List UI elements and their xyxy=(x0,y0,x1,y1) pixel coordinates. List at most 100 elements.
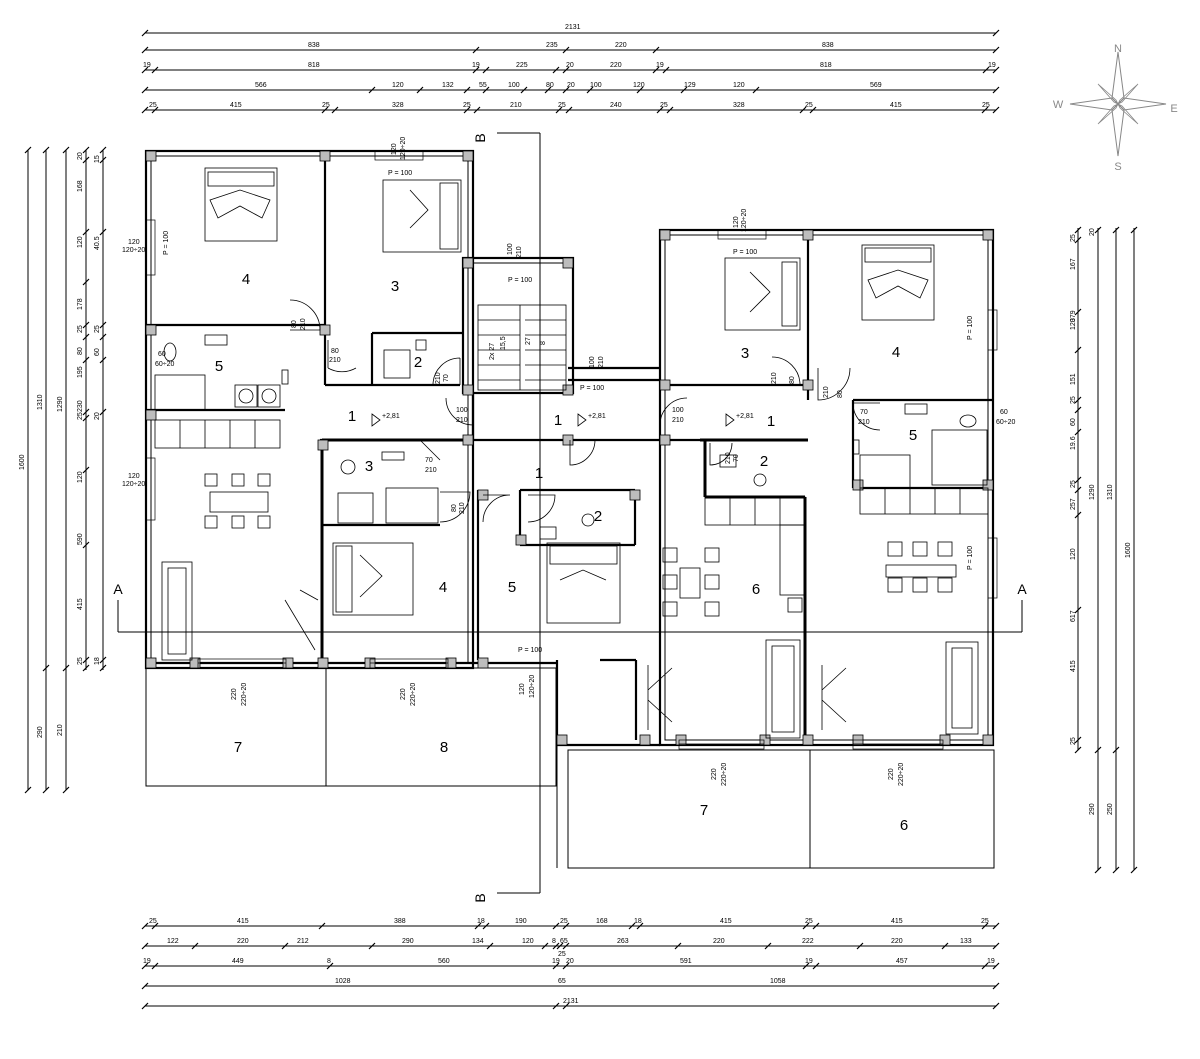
opening-label: 120 xyxy=(128,473,140,480)
bottom-dimension-chains: 25 415 388 18 190 25 168 18 415 25 415 2… xyxy=(141,918,1000,1010)
bottom-dim: 25 xyxy=(149,918,157,925)
dimension-tick xyxy=(42,664,50,672)
elevation-text: +2,81 xyxy=(588,413,606,420)
bottom-dim: 134 xyxy=(472,938,484,945)
right-dim: 20 xyxy=(1089,228,1096,236)
dimension-tick xyxy=(992,86,1000,94)
dimension-tick xyxy=(1130,866,1138,874)
dimension-tick xyxy=(82,321,90,329)
opening-label: 120 xyxy=(128,239,140,246)
dimension-tick xyxy=(856,942,864,950)
right-dim: 120 xyxy=(1070,318,1077,330)
dimension-tick xyxy=(556,942,564,950)
dimension-tick xyxy=(981,922,989,930)
opening-label: 120÷20 xyxy=(529,675,536,698)
dimension-tick xyxy=(552,1002,560,1010)
column xyxy=(802,379,814,391)
dimension-tick xyxy=(981,106,989,114)
top-dim: 569 xyxy=(870,82,882,89)
top-dim: 80 xyxy=(546,82,554,89)
room-number: 5 xyxy=(215,358,223,375)
dimension-tick xyxy=(368,942,376,950)
dimension-tick xyxy=(82,156,90,164)
opening-label: 60 xyxy=(158,351,166,358)
dimension-tick xyxy=(473,106,481,114)
dimension-tick xyxy=(24,146,32,154)
dimension-tick xyxy=(82,414,90,422)
bottom-dim: 415 xyxy=(237,918,249,925)
opening-label: 80 xyxy=(331,348,339,355)
top-dim: 25 xyxy=(558,102,566,109)
bottom-dim: 212 xyxy=(297,938,309,945)
dimension-tick xyxy=(141,29,149,37)
bottom-dim: 18 xyxy=(634,918,642,925)
dimension-tick xyxy=(981,962,989,970)
room-labels: 4 3 2 5 1 1 1 3 4 1 5 3 2 4 5 2 6 7 8 7 … xyxy=(215,271,917,834)
column xyxy=(462,257,474,269)
right-dim: 1310 xyxy=(1107,484,1114,500)
dimension-tick xyxy=(562,922,570,930)
column xyxy=(317,657,329,669)
dimension-tick xyxy=(982,66,990,74)
dimension-tick xyxy=(141,86,149,94)
top-dim: 328 xyxy=(392,102,404,109)
top-dim: 25 xyxy=(805,102,813,109)
room-number: 3 xyxy=(391,278,399,295)
left-dim: 80 xyxy=(77,347,84,355)
top-dim: 838 xyxy=(308,42,320,49)
dimension-tick xyxy=(544,86,552,94)
bottom-dim: 120 xyxy=(522,938,534,945)
opening-label: 100 xyxy=(589,356,596,368)
column xyxy=(802,734,814,746)
dimension-tick xyxy=(82,656,90,664)
room-number: 2 xyxy=(760,453,768,470)
bottom-dim: 133 xyxy=(960,938,972,945)
dimension-tick xyxy=(752,86,760,94)
opening-label: 210 xyxy=(672,417,684,424)
opening-label: 120÷20 xyxy=(741,209,748,232)
right-dim: 25 xyxy=(1070,396,1077,404)
elevation-marker: +2,81 xyxy=(371,413,400,427)
dimension-tick xyxy=(562,66,570,74)
bottom-dim: 190 xyxy=(515,918,527,925)
dimension-tick xyxy=(812,922,820,930)
opening-label: P = 100 xyxy=(733,249,757,256)
dimension-tick xyxy=(486,942,494,950)
dimension-tick xyxy=(482,66,490,74)
dimension-tick xyxy=(1074,396,1082,404)
room-number: 7 xyxy=(234,739,242,756)
top-dim: 220 xyxy=(610,62,622,69)
top-dim: 25 xyxy=(982,102,990,109)
opening-label: 220 xyxy=(400,688,407,700)
left-dim: 25 xyxy=(77,657,84,665)
dimension-tick xyxy=(941,942,949,950)
right-dim: 25 xyxy=(1070,234,1077,242)
dimension-tick xyxy=(318,922,326,930)
dimension-tick xyxy=(764,942,772,950)
left-dim: 120 xyxy=(77,471,84,483)
doors xyxy=(284,299,881,651)
opening-label: P = 100 xyxy=(388,170,412,177)
dimension-tick xyxy=(326,962,334,970)
left-dimension-chains: 1600 1310 290 1290 210 20 168 120 178 25… xyxy=(19,146,107,794)
dimension-tick xyxy=(141,46,149,54)
bottom-dim: 65 xyxy=(558,978,566,985)
opening-label: 210 xyxy=(771,372,778,384)
opening-label: 210 xyxy=(725,452,732,464)
dimension-tick xyxy=(62,664,70,672)
top-dim-total: 2131 xyxy=(565,24,581,31)
elevation-text: +2,81 xyxy=(736,413,754,420)
compass-e: E xyxy=(1170,103,1177,115)
dimension-tick xyxy=(141,982,149,990)
dimension-tick xyxy=(562,962,570,970)
opening-label: 210 xyxy=(329,357,341,364)
dimension-tick xyxy=(562,1002,570,1010)
bottom-dim: 220 xyxy=(237,938,249,945)
dimension-tick xyxy=(82,278,90,286)
dimension-tick xyxy=(151,922,159,930)
dimension-tick xyxy=(565,106,573,114)
dimension-tick xyxy=(42,146,50,154)
top-dim: 838 xyxy=(822,42,834,49)
compass-s: S xyxy=(1114,161,1121,173)
column xyxy=(852,479,864,491)
